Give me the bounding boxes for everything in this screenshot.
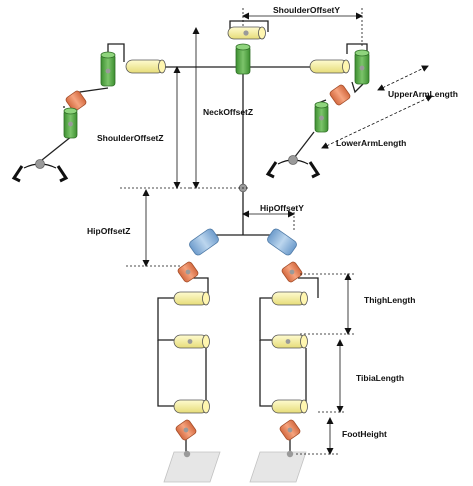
left-shoulder-pitch-joint-icon	[100, 51, 116, 87]
left-gripper-icon	[11, 159, 69, 183]
label-shoulder-offset-z: ShoulderOffsetZ	[97, 133, 164, 143]
left-foot-plate	[163, 450, 221, 483]
label-tibia-length: TibiaLength	[356, 373, 404, 383]
left-knee-pitch-joint-icon	[173, 334, 210, 349]
dimension-lines	[120, 8, 433, 455]
left-elbow-yaw-joint-icon	[65, 90, 87, 112]
right-shoulder-pitch-joint-icon	[354, 49, 370, 85]
left-ankle-roll-joint-icon	[175, 419, 197, 441]
right-ankle-pitch-joint-icon	[271, 399, 308, 414]
left-shoulder-bracket	[107, 43, 125, 62]
label-foot-height: FootHeight	[342, 429, 387, 439]
left-ankle-pitch-joint-icon	[173, 399, 210, 414]
right-elbow-roll-joint-icon	[314, 101, 329, 133]
left-thigh-link	[157, 297, 174, 341]
left-hip-roll-joint-icon	[177, 261, 199, 283]
left-hip-pitch-joint-icon	[173, 291, 210, 306]
right-gripper-icon	[265, 155, 321, 179]
left-elbow-roll-joint-icon	[63, 107, 78, 139]
label-upper-arm-length: UpperArmLength	[388, 89, 458, 99]
head-yaw-joint-icon	[227, 26, 266, 40]
right-hip-pitch-joint-icon	[271, 291, 308, 306]
label-neck-offset-z: NeckOffsetZ	[203, 107, 253, 117]
right-shoulder-roll-joint-icon	[309, 59, 350, 74]
right-hip-yawpitch-joint-icon	[267, 228, 297, 256]
label-hip-offset-z: HipOffsetZ	[87, 226, 130, 236]
left-shoulder-roll-joint-icon	[125, 59, 166, 74]
label-thigh-length: ThighLength	[364, 295, 415, 305]
left-wrist-link	[41, 135, 73, 161]
right-foot-link	[259, 340, 272, 407]
head-bracket	[229, 20, 269, 32]
label-lower-arm-length: LowerArmLength	[336, 138, 406, 148]
right-thigh-link	[259, 297, 272, 341]
left-hip-bracket	[190, 277, 209, 298]
right-upperarm-link	[351, 81, 364, 94]
right-hip-bracket	[298, 277, 319, 298]
right-hip-roll-joint-icon	[281, 261, 303, 283]
right-elbow-yaw-joint-icon	[329, 84, 351, 106]
right-ankle-roll-joint-icon	[279, 419, 301, 441]
left-foot-link	[157, 340, 174, 407]
head-pitch-joint-icon	[235, 43, 251, 75]
right-wrist-link	[293, 131, 315, 159]
label-hip-offset-y: HipOffsetY	[260, 203, 304, 213]
right-knee-pitch-joint-icon	[271, 334, 308, 349]
left-hip-yawpitch-joint-icon	[189, 228, 219, 256]
right-foot-plate	[249, 450, 307, 483]
label-shoulder-offset-y: ShoulderOffsetY	[273, 5, 340, 15]
